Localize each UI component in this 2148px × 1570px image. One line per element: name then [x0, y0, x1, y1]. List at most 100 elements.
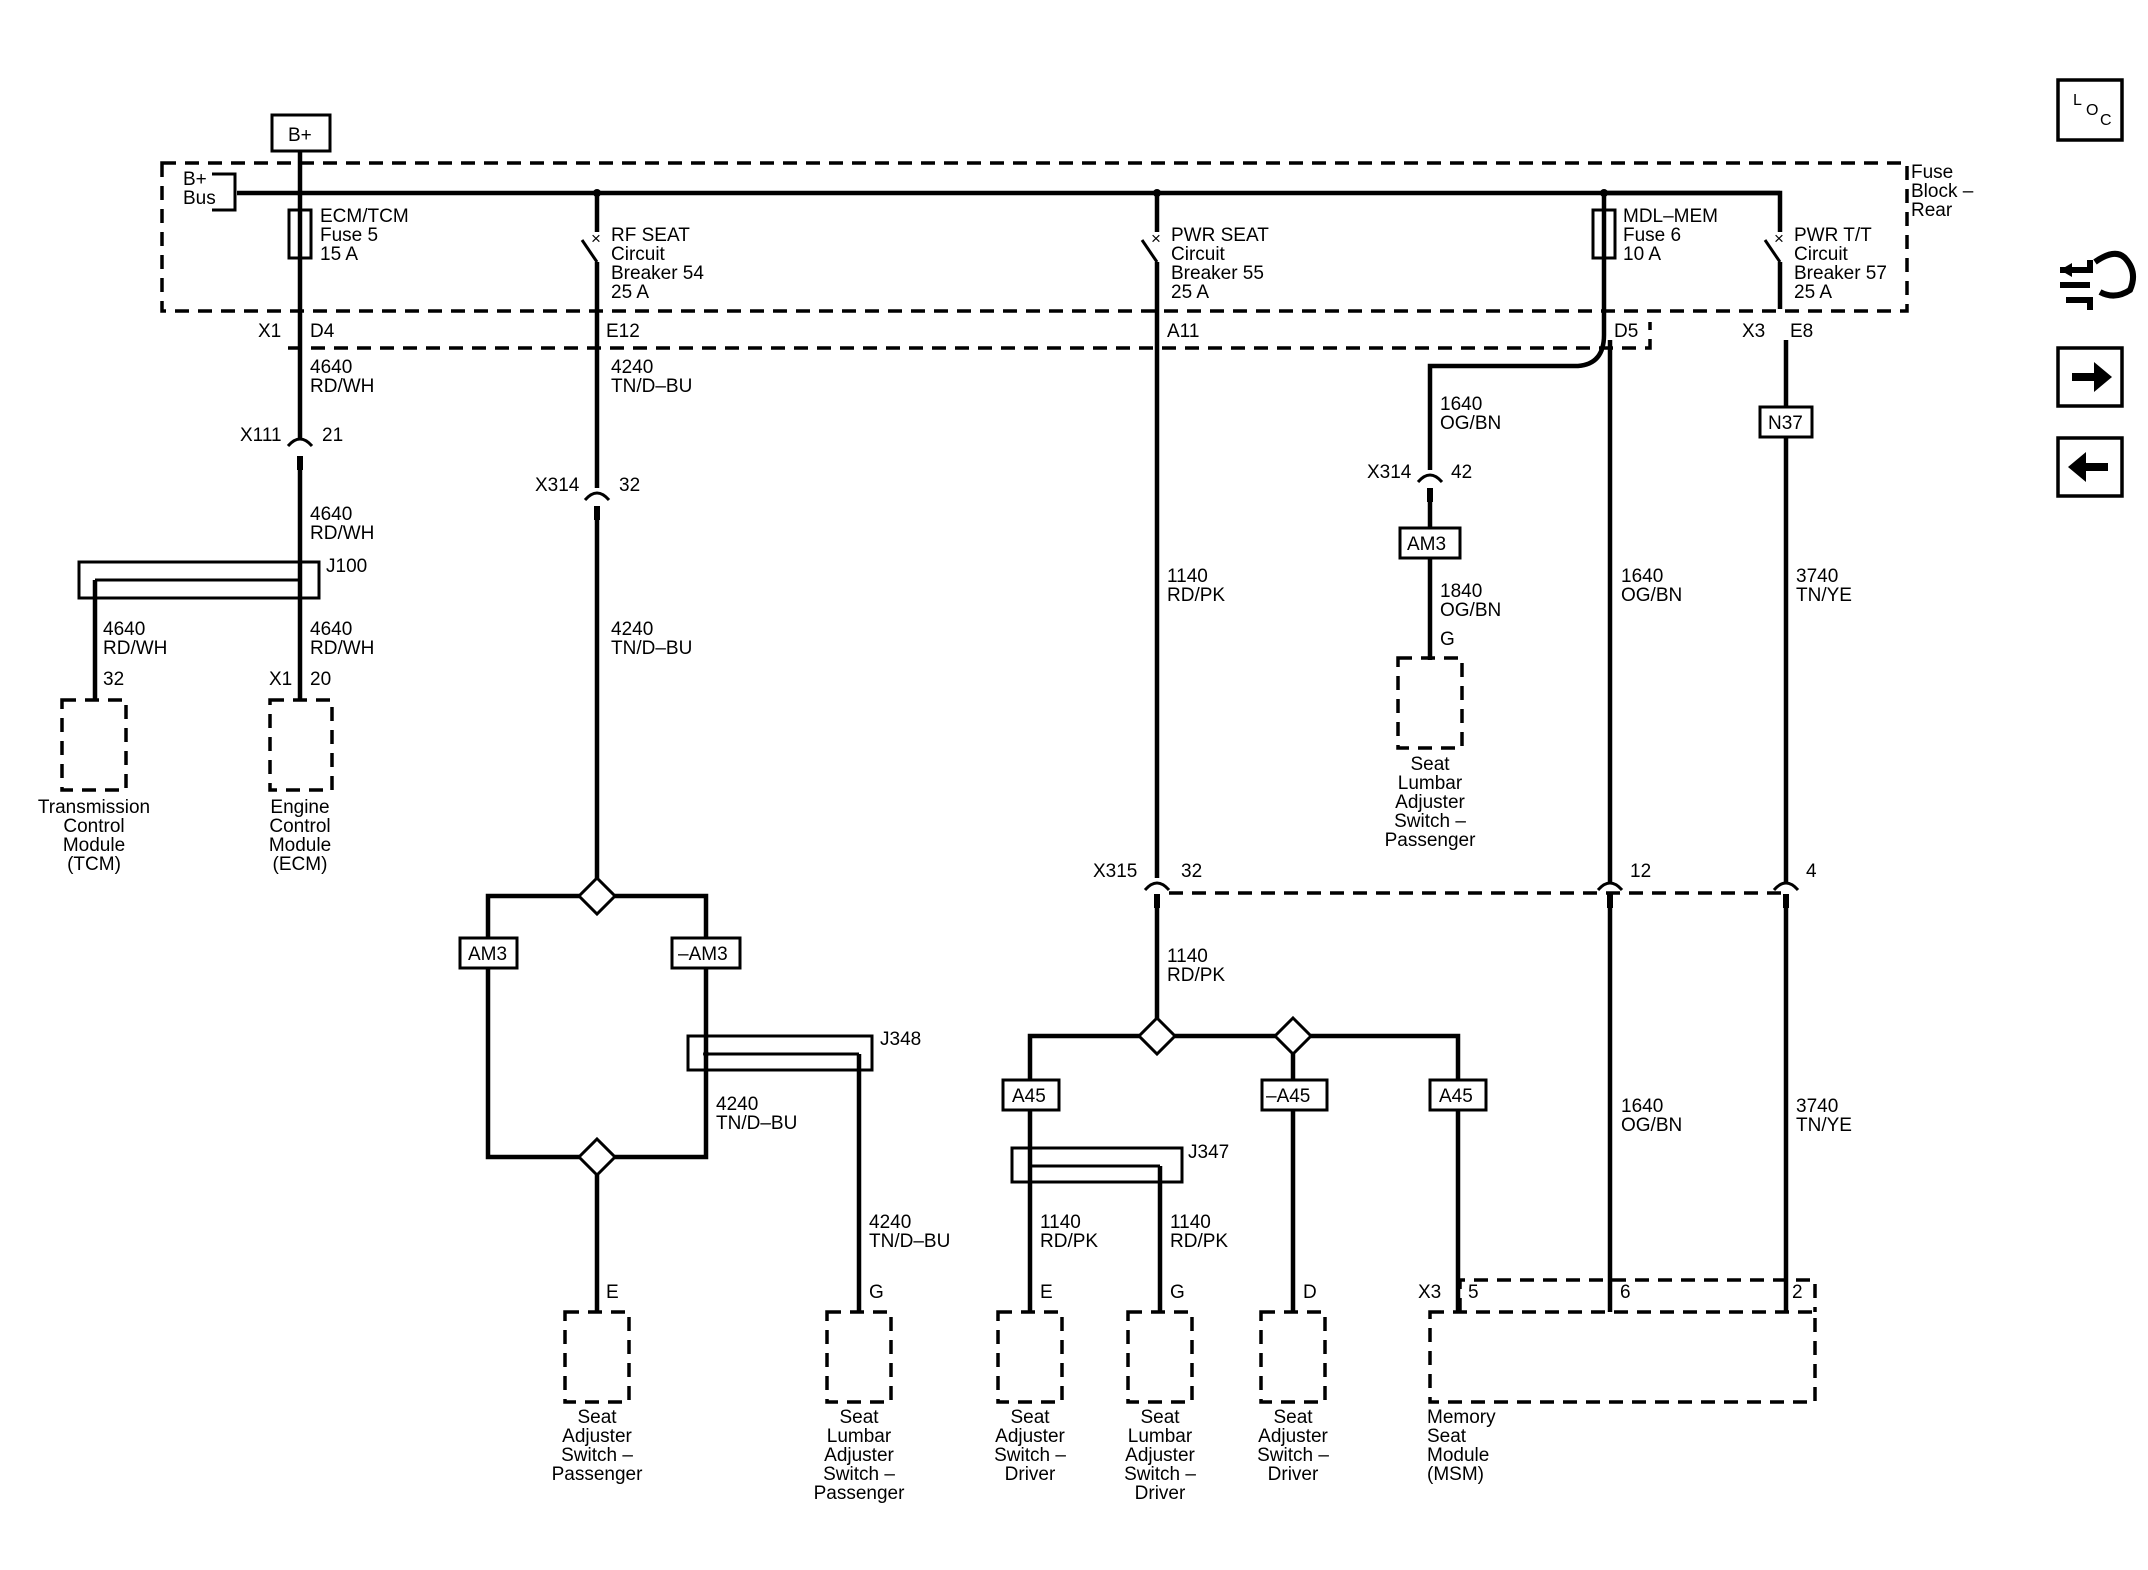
pin-j348: J348 — [880, 1029, 921, 1050]
pin-g-drv: G — [1170, 1282, 1185, 1303]
arrow-right-icon — [2094, 362, 2112, 392]
pin-2: 2 — [1792, 1282, 1803, 1303]
lumbar-adjuster-drv-box — [1126, 1310, 1194, 1404]
ptt-breaker-mark: × — [1774, 229, 1784, 248]
connector-view-icon[interactable] — [2060, 250, 2137, 310]
bus-label: B+Bus — [183, 169, 216, 209]
pin-e-pass: E — [606, 1282, 619, 1303]
pwr-breaker-switch — [1140, 239, 1159, 263]
x1-connector-outline — [288, 322, 1652, 350]
loc-label-l: L — [2073, 92, 2082, 109]
x314-female-terminal — [583, 491, 611, 502]
loc-button[interactable]: L O C — [2056, 78, 2124, 142]
option-a45-a — [1001, 1078, 1061, 1112]
option-split-diamond-na45 — [1272, 1015, 1314, 1057]
previous-page-button[interactable] — [2056, 436, 2124, 498]
x315-female-terminal — [1143, 881, 1171, 892]
pin-j100: J100 — [326, 556, 367, 577]
pin-j347: J347 — [1188, 1142, 1229, 1163]
bus-bracket — [212, 172, 237, 212]
pin-x315: X315 — [1093, 861, 1137, 882]
am3-path — [485, 893, 579, 938]
pin-x111: X111 — [240, 425, 282, 446]
j348-splice-pack — [686, 1034, 874, 1072]
next-page-button[interactable] — [2056, 346, 2124, 408]
pwr-breaker-mark: × — [1151, 229, 1161, 248]
option-a45-b — [1428, 1078, 1488, 1112]
pin-42: 42 — [1451, 462, 1472, 483]
ecm-box — [268, 698, 334, 792]
option-n37 — [1758, 405, 1814, 439]
fuse-block-outline — [160, 161, 1909, 313]
pin-x3-msm: X3 — [1418, 1282, 1441, 1303]
pin-d-drv: D — [1303, 1282, 1317, 1303]
pin-x314-b: X314 — [1367, 462, 1412, 483]
b-plus-box — [270, 113, 332, 153]
rf-breaker-mark: × — [591, 229, 601, 248]
seat-adjuster-drv2-box — [1259, 1310, 1327, 1404]
ptt-breaker-switch — [1763, 239, 1782, 263]
pin-x1-ecm: X1 — [269, 669, 292, 690]
option-not-a45 — [1260, 1078, 1329, 1112]
lumbar-pass-top-box — [1396, 656, 1464, 750]
bus-to-ptt — [1604, 190, 1783, 232]
pin-x314-a: X314 — [535, 475, 580, 496]
option-am3-a-label: AM3 — [468, 944, 507, 965]
j348-node — [703, 1051, 709, 1057]
j347-splice-pack — [1010, 1146, 1184, 1184]
option-am3-a — [458, 936, 519, 970]
pin-a11: A11 — [1167, 321, 1199, 342]
pin-e12: E12 — [606, 321, 640, 342]
option-n37-label: N37 — [1768, 413, 1803, 434]
pin-g-pass: G — [869, 1282, 884, 1303]
x314b-female-terminal — [1416, 473, 1444, 484]
msm-x3-connector — [1458, 1278, 1817, 1312]
seat-adjuster-drv-box — [996, 1310, 1064, 1404]
pin-32-a: 32 — [619, 475, 640, 496]
am3-return — [485, 968, 579, 1160]
pin-5: 5 — [1468, 1282, 1479, 1303]
option-not-am3-label: –AM3 — [678, 944, 728, 965]
msm-box — [1428, 1310, 1817, 1404]
not-am3-return — [615, 968, 709, 1160]
b-plus-label: B+ — [288, 125, 312, 146]
a45-left-path — [1027, 1033, 1139, 1080]
seat-adjuster-pass-box — [563, 1310, 631, 1404]
option-am3-b — [1398, 526, 1462, 560]
a45-right-path — [1311, 1033, 1461, 1080]
j100-splice-pack — [77, 560, 321, 600]
pin-20: 20 — [310, 669, 331, 690]
lumbar-adjuster-pass-box — [825, 1310, 893, 1404]
pin-6: 6 — [1620, 1282, 1631, 1303]
pin-32-tcm: 32 — [103, 669, 124, 690]
rf-breaker-switch — [580, 239, 599, 263]
loc-label-o: O — [2086, 102, 2098, 119]
